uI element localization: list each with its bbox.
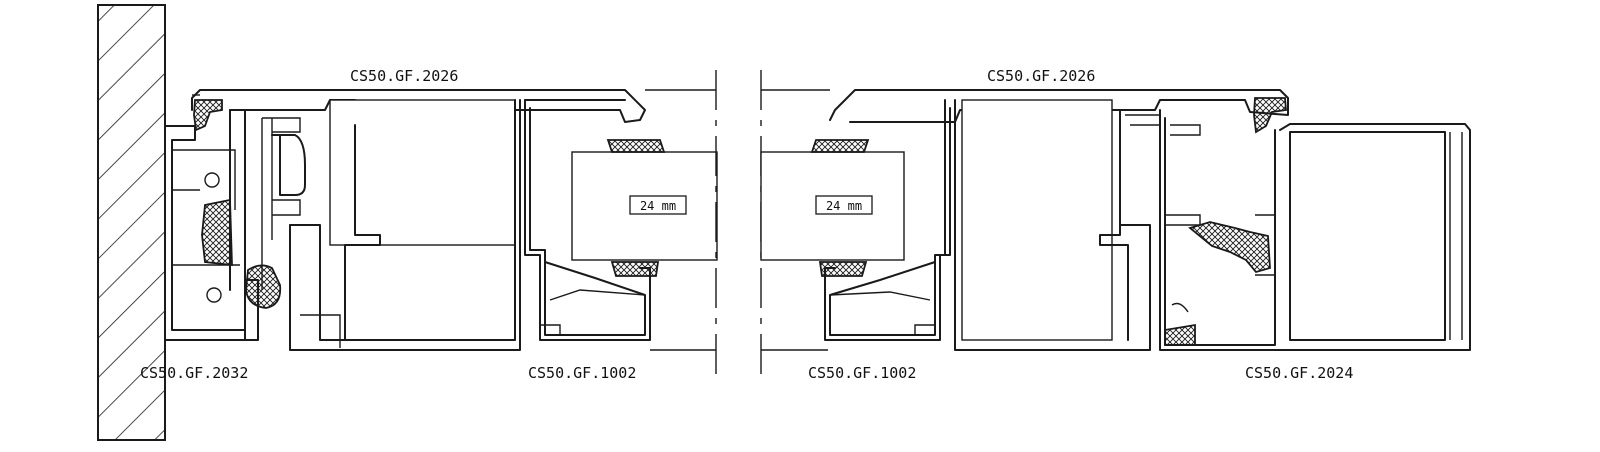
left-sash-body (289, 99, 521, 351)
left-frame-gasket-mid (201, 198, 233, 267)
right-frame-gasket-top (1253, 97, 1287, 134)
label-top-right-profile: CS50.GF.2026 (987, 67, 1095, 85)
wall-section (97, 4, 166, 441)
left-frame-gasket-top (193, 99, 223, 132)
label-bottom-right-frame: CS50.GF.2024 (1245, 364, 1353, 382)
left-frame-profile (164, 109, 306, 341)
right-glass-gasket-bottom (818, 261, 868, 277)
right-sash-profile (824, 99, 951, 341)
right-frame-gasket-fin (1188, 221, 1271, 274)
label-top-left-profile: CS50.GF.2026 (350, 67, 458, 85)
left-glass-gasket-top (606, 139, 666, 153)
right-glass-gasket-top (810, 139, 870, 153)
label-bottom-right-sash: CS50.GF.1002 (808, 364, 916, 382)
left-frame-gasket-bulb (245, 264, 282, 309)
right-frame-gasket-bottom (1164, 323, 1196, 346)
right-frame-profile (1159, 109, 1471, 351)
label-bottom-left-sash: CS50.GF.1002 (528, 364, 636, 382)
left-glass-dimension: 24 mm (640, 199, 676, 213)
label-bottom-left-frame: CS50.GF.2032 (140, 364, 248, 382)
left-glass-dimension-box (629, 195, 687, 215)
left-glass-gasket-bottom (610, 261, 660, 277)
right-glass-dimension-box (815, 195, 873, 215)
right-mullion-body (954, 99, 1161, 351)
right-glass-dimension: 24 mm (826, 199, 862, 213)
right-top-profile (829, 89, 1289, 123)
